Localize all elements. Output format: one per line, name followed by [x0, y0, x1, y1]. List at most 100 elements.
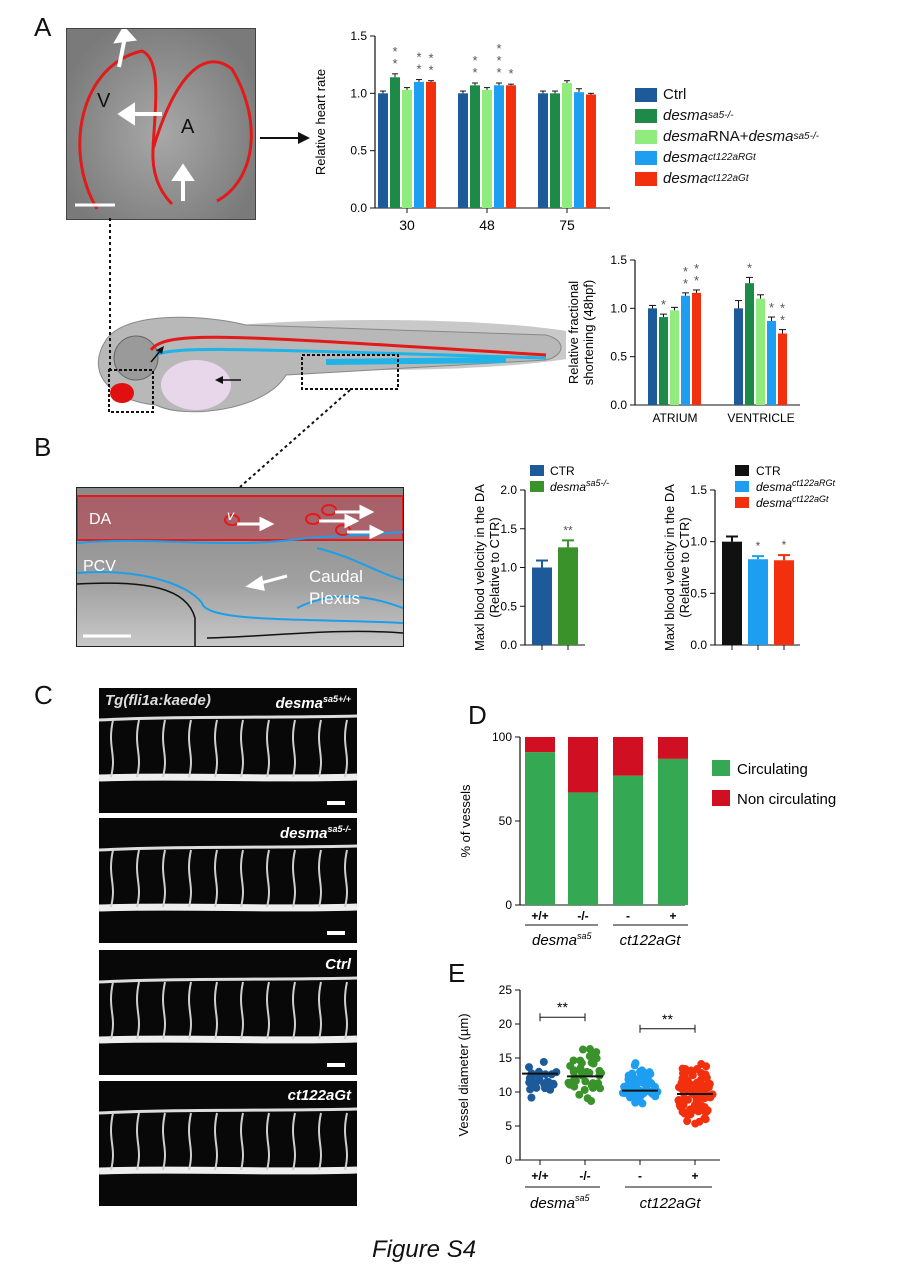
y-tick-label: 0.0 — [350, 201, 367, 215]
bar — [748, 559, 768, 645]
y-axis-title: Relative heart rate — [313, 69, 328, 175]
legend-superscript: sa5-/- — [793, 131, 820, 142]
data-point — [683, 1117, 692, 1126]
legend-label: CTR — [756, 464, 781, 478]
legend-swatch — [712, 790, 730, 806]
group-label-desma: desmasa5 — [530, 1193, 591, 1212]
data-point — [677, 1083, 686, 1092]
legend-superscript: ct122aRGt — [792, 478, 836, 488]
stacked-bar — [525, 752, 555, 905]
group-label-desma: desmasa5 — [532, 931, 593, 949]
bar — [586, 94, 596, 208]
y-axis-label: Maxl blood velocity in the DA — [662, 484, 677, 651]
bar — [692, 292, 701, 405]
axial-vessel — [99, 1166, 357, 1175]
legend-superscript: ct122aGt — [792, 494, 829, 504]
bar — [767, 320, 776, 405]
legend-label-mid: RNA+ — [708, 128, 749, 145]
da-micrograph: DA v PCV Caudal Plexus — [76, 487, 404, 647]
intersegmental-vessel — [136, 981, 140, 1040]
significance-star: * — [661, 297, 666, 312]
data-point — [585, 1045, 594, 1054]
plexus-label: Plexus — [309, 589, 360, 608]
bar — [734, 308, 743, 405]
vessel-image-label: ct122aGt — [287, 1087, 351, 1104]
intersegmental-vessel — [162, 719, 166, 778]
bar — [756, 298, 765, 405]
legend-swatch — [735, 481, 749, 492]
legend-label: desmact122aGt — [756, 494, 829, 510]
da-overlay: DA v PCV Caudal Plexus — [77, 495, 403, 646]
significance-star: * — [416, 62, 421, 77]
legend-label: desma — [663, 170, 709, 187]
panel-label-a: A — [34, 12, 52, 42]
intersegmental-vessel — [162, 849, 166, 908]
bar — [402, 89, 412, 208]
group-label-ct122aGt: ct122aGt — [640, 1195, 702, 1212]
figure-caption: Figure S4 — [372, 1236, 477, 1263]
y-axis-label: shortening (48hpf) — [581, 280, 596, 386]
vessel-image: desmasa5-/- — [99, 818, 357, 943]
y-tick-label: 0.0 — [500, 638, 517, 652]
intersegmental-vessel — [240, 719, 244, 778]
intersegmental-vessel — [162, 981, 166, 1040]
intersegmental-vessel — [344, 719, 348, 778]
bar — [659, 317, 668, 405]
significance-star: * — [780, 313, 785, 328]
y-tick-label: 1.0 — [610, 301, 627, 315]
atrium-label: A — [181, 116, 195, 138]
significance-star: * — [496, 65, 501, 80]
significance-star: * — [694, 261, 699, 276]
y-axis-label: % of vessels — [458, 784, 473, 857]
legend-superscript: sa5-/- — [586, 478, 609, 488]
x-tick-label: - — [626, 909, 630, 923]
intersegmental-vessel — [214, 981, 218, 1040]
legend-swatch — [735, 497, 749, 508]
x-tick-label: +/+ — [531, 1169, 548, 1183]
bar — [470, 85, 480, 208]
zebrafish-illustration — [97, 316, 566, 413]
bar — [458, 93, 468, 208]
significance-star: * — [496, 41, 501, 56]
panel-label-b: B — [34, 432, 52, 462]
legend-label: Circulating — [737, 761, 808, 778]
significance-star: ** — [557, 999, 568, 1015]
data-point — [693, 1065, 702, 1074]
data-point — [566, 1061, 575, 1070]
data-point — [680, 1075, 689, 1084]
y-tick-label: 1.5 — [690, 483, 707, 497]
data-point — [592, 1048, 601, 1057]
stacked-bar — [568, 792, 598, 905]
y-axis-title: Vessel diameter (µm) — [456, 1013, 471, 1136]
data-point — [692, 1078, 701, 1087]
legend-label: Non circulating — [737, 791, 836, 808]
vessel-image-title: Tg(fli1a:kaede) — [105, 692, 211, 709]
intersegmental-vessel — [266, 1112, 270, 1171]
y-tick-label: 0.5 — [690, 586, 707, 600]
vessel-image: ct122aGt — [99, 1081, 357, 1206]
data-point — [539, 1057, 548, 1066]
significance-star: ** — [563, 523, 573, 537]
panel-label-d: D — [468, 700, 487, 730]
stacked-bar — [658, 758, 688, 905]
x-tick-label: VENTRICLE — [727, 411, 794, 425]
intersegmental-vessel — [292, 719, 296, 778]
data-point — [543, 1077, 552, 1086]
intersegmental-vessel — [214, 1112, 218, 1171]
legend-superscript: ct122aGt — [708, 173, 749, 184]
significance-star: * — [428, 51, 433, 66]
intersegmental-vessel — [318, 849, 322, 908]
y-tick-label: 100 — [492, 730, 512, 744]
axial-vessel — [99, 1035, 357, 1044]
bar — [378, 93, 388, 208]
data-point — [597, 1069, 606, 1078]
bar — [414, 81, 424, 208]
data-point — [540, 1084, 549, 1093]
legend-swatch — [635, 150, 657, 165]
legend-label: desma — [663, 149, 709, 166]
data-point — [527, 1093, 536, 1102]
bar — [681, 295, 690, 405]
y-tick-label: 1.0 — [350, 86, 367, 100]
